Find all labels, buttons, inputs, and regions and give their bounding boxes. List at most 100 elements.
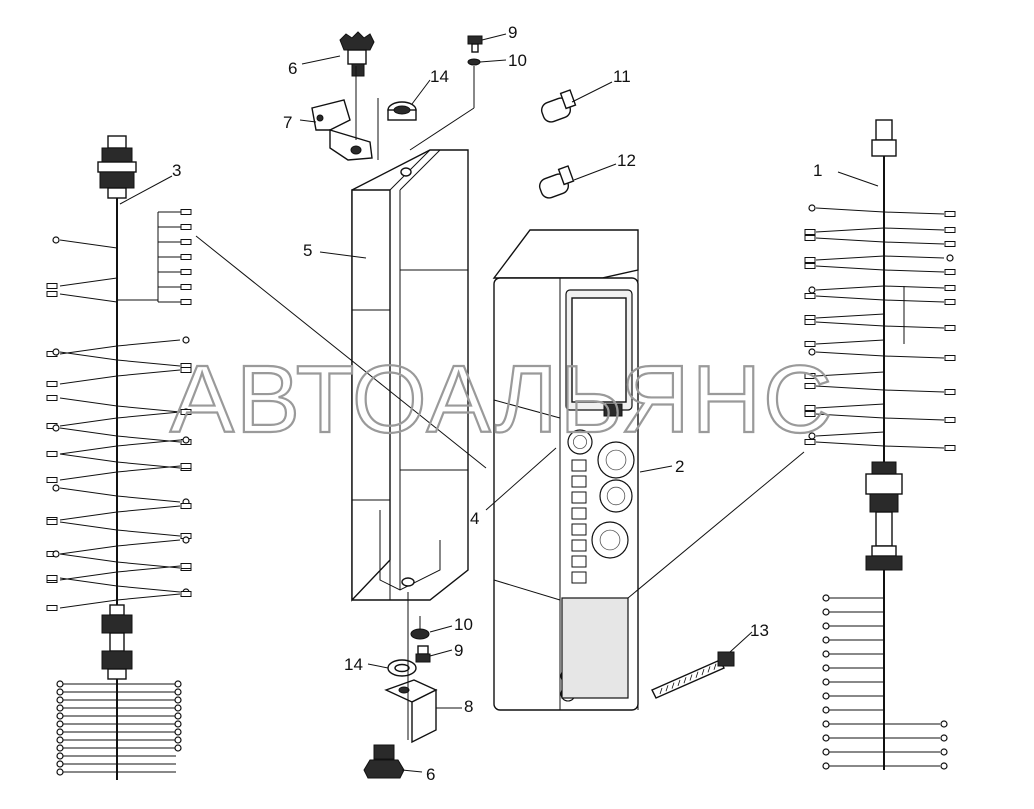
wire [883, 299, 945, 303]
terminal [944, 269, 956, 275]
wire [59, 445, 118, 455]
ring-terminal [822, 748, 830, 756]
terminal [46, 575, 58, 581]
wire [815, 371, 885, 377]
wire [116, 495, 181, 503]
terminal [804, 257, 816, 263]
callout-7: 7 [283, 113, 292, 132]
tie-tooth [707, 666, 711, 673]
terminal [804, 373, 816, 379]
gauge [591, 521, 629, 559]
wire [116, 585, 181, 593]
ring-terminal [174, 712, 182, 720]
callout-9-bottom: 9 [454, 641, 463, 660]
terminal [944, 227, 956, 233]
wire [116, 405, 181, 413]
wire [59, 427, 118, 437]
callout-11: 11 [613, 67, 631, 86]
callout-14-top: 14 [430, 67, 449, 86]
ring-terminal [174, 704, 182, 712]
wire [883, 269, 945, 273]
wire [815, 227, 885, 233]
wire [116, 339, 181, 347]
screw-9-bottom [410, 628, 431, 663]
wire [59, 553, 118, 563]
wire [116, 439, 181, 447]
ring-terminal [56, 752, 64, 760]
ring-terminal [174, 688, 182, 696]
terminal [46, 291, 58, 297]
ring-terminal [56, 744, 64, 752]
terminal [180, 239, 192, 245]
tie-tooth [689, 674, 693, 681]
callout-1: 1 [813, 161, 822, 180]
ring-terminal [822, 762, 830, 770]
terminal [804, 405, 816, 411]
terminal [944, 389, 956, 395]
wire [815, 403, 885, 409]
ring-terminal [56, 736, 64, 744]
callout-2: 2 [675, 457, 684, 476]
tie-tooth [665, 685, 669, 692]
wire [815, 339, 885, 345]
wire [883, 355, 945, 359]
terminal [944, 241, 956, 247]
indicator-lamp [571, 571, 587, 584]
wire [59, 417, 118, 427]
wire [116, 465, 181, 473]
tie-tooth [683, 677, 687, 684]
tie-tooth [677, 679, 681, 687]
wire [815, 385, 885, 391]
wire [116, 359, 181, 367]
gauge-dial [573, 434, 588, 449]
terminal [804, 229, 816, 235]
callout-14-bottom: 14 [344, 655, 363, 674]
ring-terminal [56, 768, 64, 776]
gauge-dial [605, 449, 627, 471]
ring-terminal [52, 348, 60, 356]
terminal [46, 395, 58, 401]
terminal [180, 367, 192, 373]
terminal [804, 235, 816, 241]
terminal [180, 209, 192, 215]
ring-terminal [174, 696, 182, 704]
wire [59, 571, 118, 581]
terminal [46, 283, 58, 289]
wire [59, 577, 118, 587]
indicator-lamp [571, 475, 587, 488]
wire [59, 471, 118, 481]
wire [815, 431, 885, 437]
tie-tooth [701, 668, 705, 676]
instrument-panel [492, 229, 639, 711]
ring-terminal [174, 680, 182, 688]
ring-terminal [174, 736, 182, 744]
wire [815, 207, 885, 213]
callout-13: 13 [750, 621, 769, 640]
gauge [599, 479, 633, 513]
indicator-lamp [571, 523, 587, 536]
terminal [804, 263, 816, 269]
wire [883, 445, 945, 449]
ring-terminal [56, 680, 64, 688]
wire [59, 293, 118, 303]
callout-9-top: 9 [508, 23, 517, 42]
wire [883, 255, 945, 259]
callout-8: 8 [464, 697, 473, 716]
ring-terminal [822, 664, 830, 672]
wire [815, 313, 885, 319]
ring-terminal [56, 688, 64, 696]
leader-lines [195, 66, 805, 740]
terminal [46, 605, 58, 611]
wire [815, 321, 885, 327]
terminal [180, 591, 192, 597]
wire [815, 255, 885, 261]
wire [59, 599, 118, 609]
bulb-12 [538, 165, 575, 199]
indicator-lamp [571, 459, 587, 472]
terminal [180, 284, 192, 290]
ring-terminal [174, 720, 182, 728]
wire [59, 453, 118, 463]
indicator-lamp [571, 539, 587, 552]
gauge-dial [599, 529, 621, 551]
